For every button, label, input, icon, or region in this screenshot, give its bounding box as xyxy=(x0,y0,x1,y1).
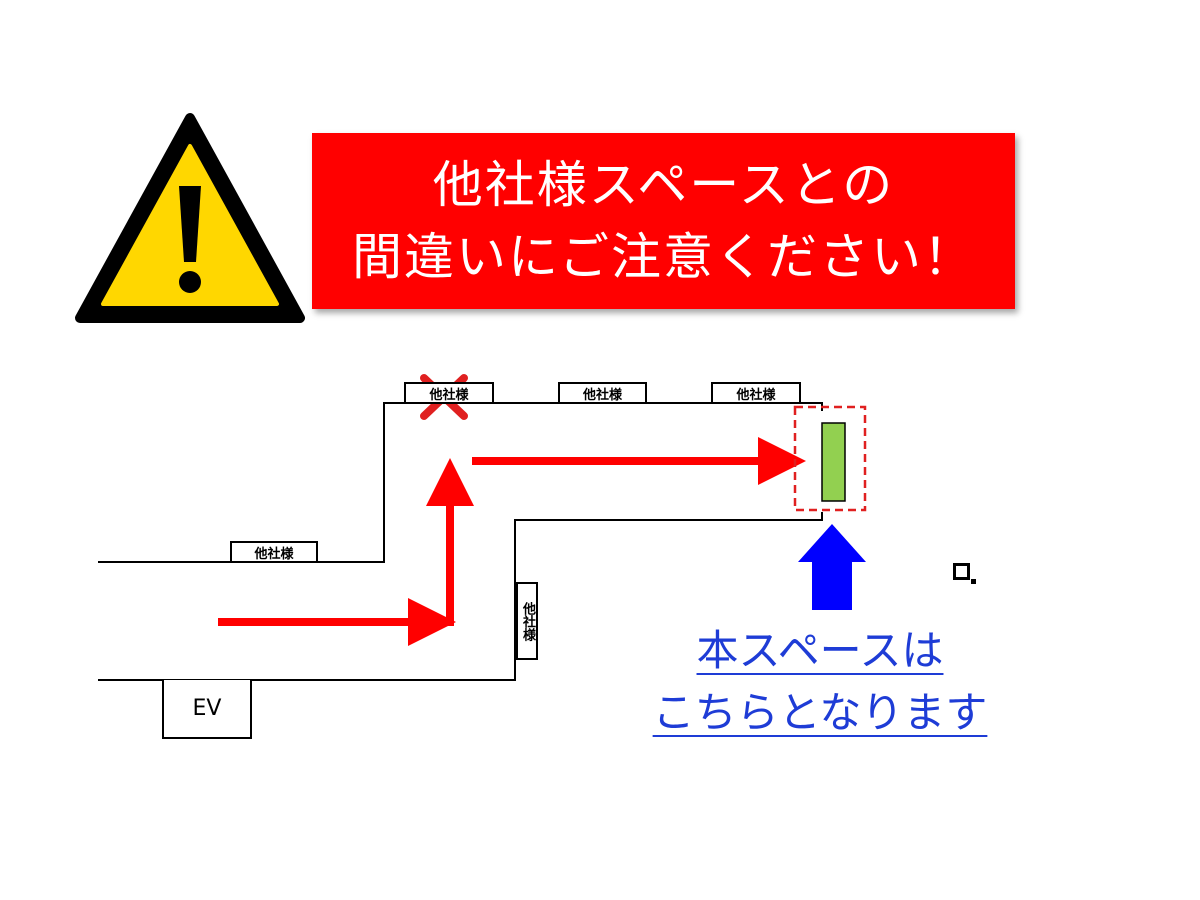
target-space-line-2[interactable]: こちらとなります xyxy=(652,688,988,737)
other-company-label-1: 他社様 xyxy=(404,382,494,404)
banner-line-1: 他社様スペースとの xyxy=(432,156,895,214)
warning-banner: 他社様スペースとの 間違いにご注意ください！ xyxy=(312,133,1015,309)
route-arrow-icon xyxy=(416,612,454,626)
pointer-arrow-icon xyxy=(798,524,866,610)
floor-map xyxy=(98,374,867,681)
target-space-highlight xyxy=(793,405,867,512)
small-square-dot xyxy=(971,579,976,584)
banner-line-2: 間違いにご注意ください！ xyxy=(352,228,975,286)
elevator-label: EV xyxy=(162,680,252,739)
other-company-label-4: 他社様 xyxy=(230,541,318,563)
target-space-line-1[interactable]: 本スペースは xyxy=(696,626,944,675)
warning-icon xyxy=(75,113,305,323)
other-company-label-5: 他社様 xyxy=(516,582,538,660)
other-company-label-3: 他社様 xyxy=(711,382,801,404)
corridor-upper-wall xyxy=(98,402,823,563)
target-space-link[interactable]: 本スペースは こちらとなります xyxy=(640,620,1000,744)
corridor-lower-wall xyxy=(98,512,823,681)
target-space xyxy=(821,422,846,502)
other-company-label-2: 他社様 xyxy=(558,382,647,404)
small-square-marker xyxy=(953,563,970,580)
